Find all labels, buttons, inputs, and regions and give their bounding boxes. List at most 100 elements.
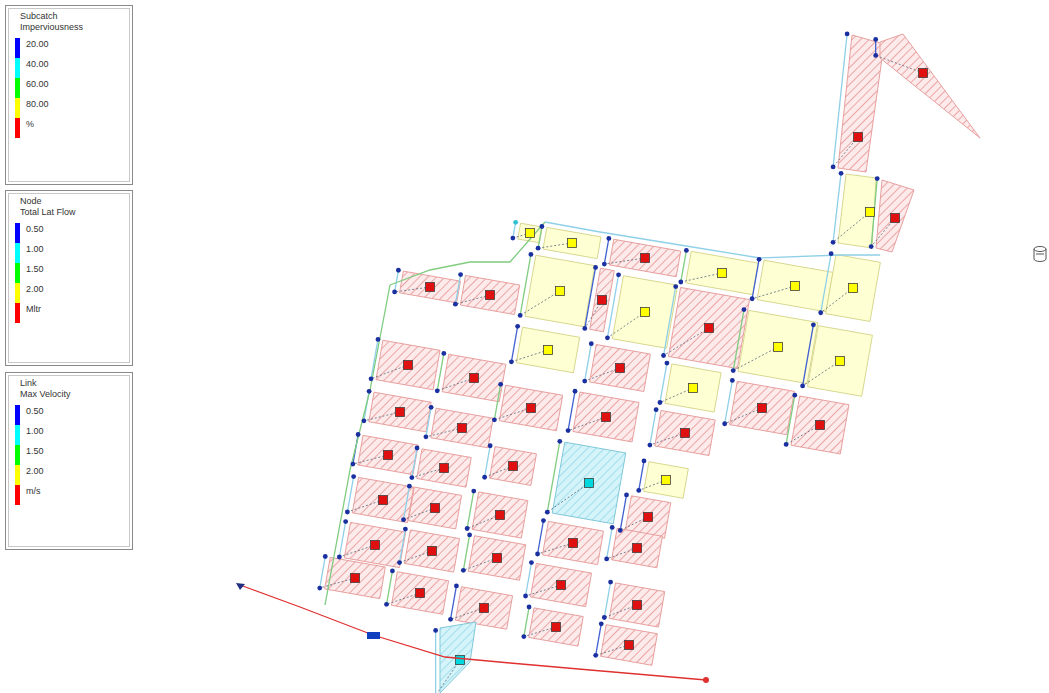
junction-node (529, 560, 534, 565)
legend-swatch (15, 78, 20, 98)
outlet-link (604, 258, 645, 264)
legend-row: 1.50 (6, 445, 132, 465)
subcatchment-centroid (602, 413, 611, 422)
outlet-link (786, 425, 820, 444)
outlet-link (681, 273, 722, 282)
junction-node (415, 446, 420, 451)
subcatchment-centroid (625, 641, 634, 650)
subcatchment-centroid (557, 581, 566, 590)
conduit (585, 267, 596, 328)
subcatchment-centroid (458, 424, 467, 433)
outlet-link (752, 286, 795, 299)
junction-node (602, 262, 607, 267)
outlet-link (568, 417, 606, 431)
junction-node (599, 621, 604, 626)
junction-node (518, 313, 523, 318)
junction-node (642, 458, 647, 463)
legend-row: 0.50 (6, 223, 132, 243)
subcatchment (665, 364, 721, 412)
outfall-line (240, 585, 706, 680)
conduit (607, 275, 618, 338)
legend-swatch (15, 485, 20, 505)
junction-node (362, 418, 367, 423)
legend-swatch (15, 243, 20, 263)
junction-node (831, 240, 836, 245)
conduit (833, 34, 847, 167)
junction-node (665, 361, 670, 366)
legend-swatch (15, 223, 20, 243)
subcatchment (472, 492, 528, 538)
conduit (400, 529, 406, 562)
storage-symbol (367, 632, 380, 639)
junction-node (784, 442, 789, 447)
subcatchment-centroid (396, 408, 405, 417)
junction-node (356, 432, 361, 437)
junction-node (401, 517, 406, 522)
junction-node (458, 272, 463, 277)
junction-node (673, 284, 678, 289)
junction-node (582, 326, 587, 331)
junction-node (453, 302, 458, 307)
conduit (803, 325, 814, 386)
junction-node (658, 400, 663, 405)
subcatchment-centroid (641, 254, 650, 263)
conduit (733, 310, 744, 371)
junction-node (545, 510, 550, 515)
conduit (725, 380, 733, 423)
junction-node (317, 586, 322, 591)
junction-node (509, 359, 514, 364)
legend-row: 0.50 (6, 405, 132, 425)
junction-node (454, 583, 459, 588)
legend-value: % (26, 119, 34, 130)
subcatchment (529, 608, 583, 646)
outlet-link (607, 312, 645, 338)
conduit (821, 254, 831, 313)
conduit (547, 441, 560, 512)
end-node (703, 677, 709, 683)
subcatchment-centroid (351, 574, 360, 583)
subcatchment-centroid (527, 404, 536, 413)
junction-node (757, 257, 762, 262)
subcatchment-centroid (891, 214, 900, 223)
conduit (526, 563, 532, 596)
subcatchment-centroid (791, 282, 800, 291)
legend-title: Imperviousness (6, 22, 132, 33)
outlet-link (437, 378, 474, 391)
subcatchment-centroid (568, 239, 577, 248)
subcatchment (738, 310, 818, 383)
junction-node (367, 389, 372, 394)
junction-node (515, 324, 520, 329)
subcatchment (590, 345, 651, 392)
junction-node (323, 554, 328, 559)
legend-value: 0.50 (26, 406, 44, 417)
legend-row: Mltr (6, 303, 132, 323)
conduit (639, 461, 644, 491)
junction-node (461, 568, 466, 573)
junction-node (448, 617, 453, 622)
outfall-symbol (236, 583, 245, 590)
subcatchment (516, 327, 579, 373)
junction-node (589, 341, 594, 346)
subcatchment (400, 271, 461, 303)
subcatchment (344, 522, 405, 567)
outlet-link (395, 287, 430, 292)
subcatchment (352, 477, 413, 522)
junction-node (593, 653, 598, 658)
subcatchment-centroid (480, 604, 489, 613)
subcatchment-centroid (569, 539, 578, 548)
legend-swatch (15, 405, 20, 425)
subcatchment (644, 462, 689, 498)
map-icon (1034, 247, 1046, 262)
subcatchment (612, 276, 677, 349)
conduit (463, 535, 469, 570)
junction-node (869, 244, 874, 249)
legend-value: m/s (26, 486, 41, 497)
outlet-link (803, 361, 840, 386)
legend-swatch (15, 38, 20, 58)
outlet-link (547, 483, 589, 512)
conduit (511, 326, 517, 361)
junction-node (573, 389, 578, 394)
conduit (607, 527, 613, 559)
legend-value: 2.00 (26, 466, 44, 477)
junction-node (654, 407, 659, 412)
